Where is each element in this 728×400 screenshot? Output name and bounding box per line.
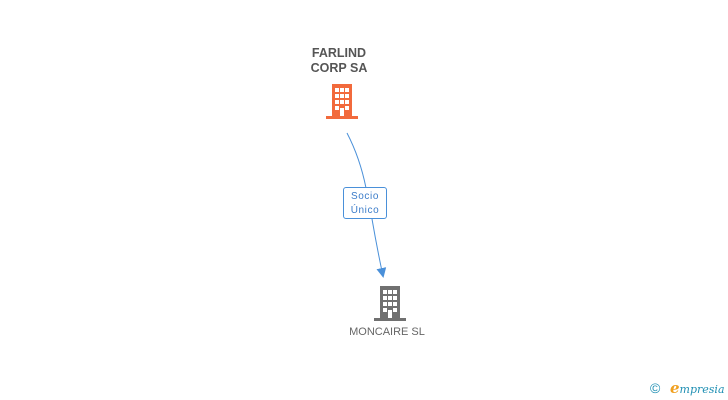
brand-logo[interactable]: empresia (670, 380, 725, 398)
copyright-icon: © (650, 380, 661, 396)
parent-company-label[interactable]: FARLIND CORP SA (289, 46, 389, 76)
parent-building-icon[interactable] (326, 84, 358, 124)
parent-company-name-line2: CORP SA (310, 61, 368, 75)
brand-logo-text: mpresia (679, 383, 725, 396)
edge-line-upper (346, 132, 367, 189)
edge-label-line2: Único (350, 205, 380, 216)
brand-logo-initial: e (670, 379, 680, 397)
child-company-label[interactable]: MONCAIRE SL (349, 326, 425, 338)
edge-line-lower (371, 218, 387, 278)
edge-relationship-label: Socio Único (343, 187, 387, 219)
child-building-icon[interactable] (374, 286, 406, 326)
parent-company-name-line1: FARLIND (311, 46, 367, 60)
edge-label-line1: Socio (350, 191, 379, 202)
